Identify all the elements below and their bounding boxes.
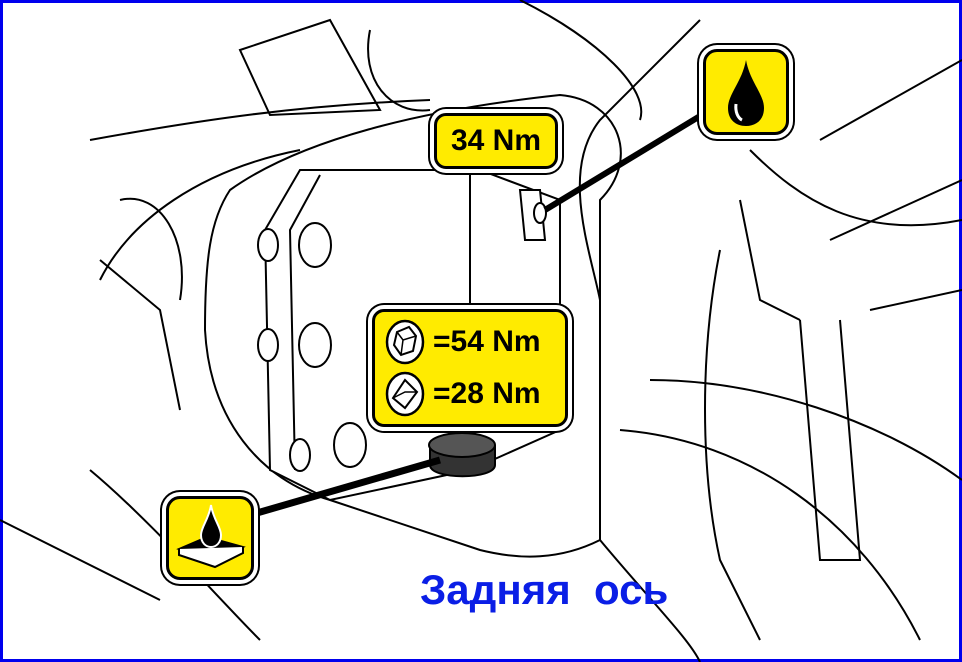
oil-drain-icon [166,496,254,580]
upper-bolt-torque-label: 34 Nm [434,113,558,169]
hex-bolt-torque: =54 Nm [433,325,541,358]
caption: Задняя ось [420,566,669,613]
oil-fill-icon [703,49,789,135]
bolt-torque-legend: =54 Nm =28 Nm [372,309,568,427]
socket-bolt-icon [385,371,425,417]
socket-bolt-torque: =28 Nm [433,377,541,410]
hex-bolt-icon [385,319,425,365]
